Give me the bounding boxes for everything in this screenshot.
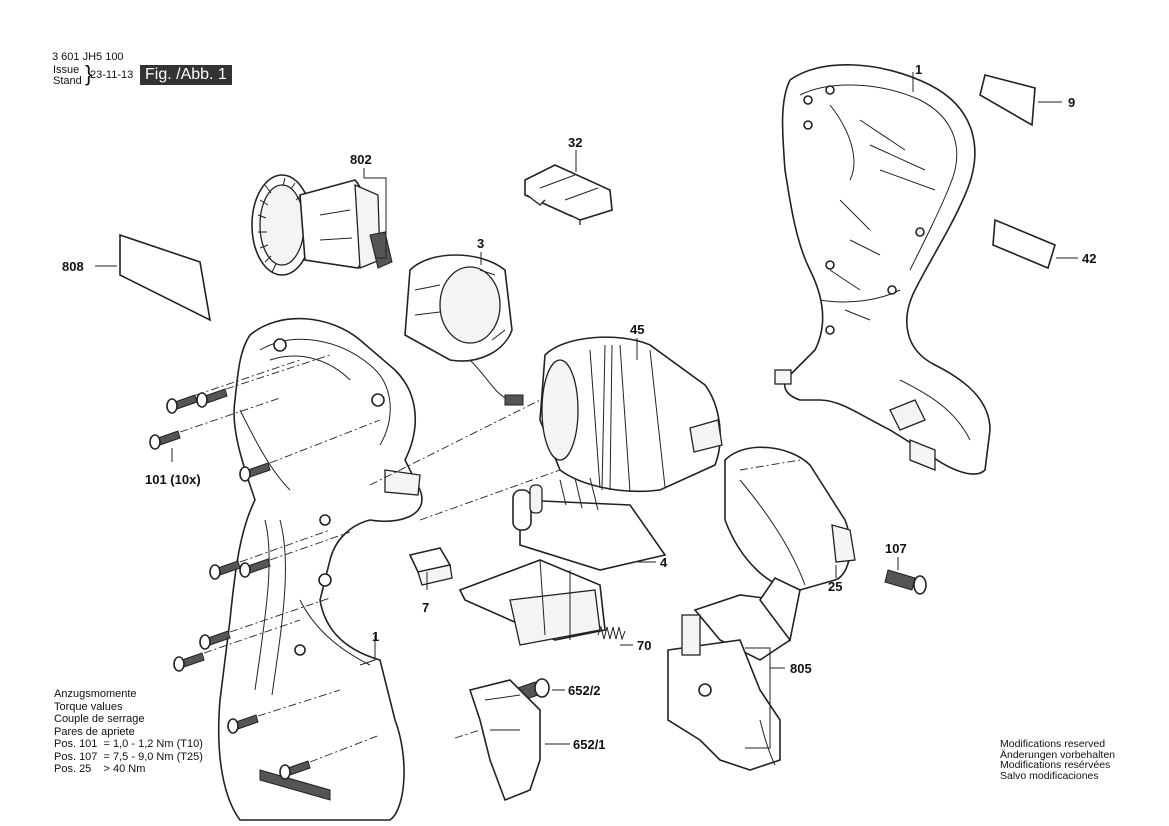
housing-left-half xyxy=(217,317,423,821)
part-label-7: 7 xyxy=(422,600,430,615)
torque-line: Pos. 25 > 40 Nm xyxy=(54,763,146,775)
torque-line: Couple de serrage xyxy=(54,713,145,725)
part-label-805: 805 xyxy=(790,661,812,676)
issue-label: Issue xyxy=(53,64,80,76)
part-label-802: 802 xyxy=(350,152,372,167)
notice-line: Änderungen vorbehalten xyxy=(1000,748,1116,761)
part-label-42: 42 xyxy=(1082,251,1097,266)
modifications-notice: Modifications reserved Änderungen vorbeh… xyxy=(1000,739,1115,781)
screw-107 xyxy=(884,569,927,595)
torque-notes: Anzugsmomente Torque values Couple de se… xyxy=(54,688,203,776)
torque-line: Pos. 107 = 7,5 - 9,0 Nm (T25) xyxy=(54,750,203,763)
electronics-module-4 xyxy=(458,477,667,646)
switch-805 xyxy=(667,576,801,771)
switch-cover-32 xyxy=(524,164,613,225)
stand-label: Stand xyxy=(53,75,82,87)
housing-right-half xyxy=(774,63,991,475)
spring-70 xyxy=(597,625,626,641)
part-label-25: 25 xyxy=(828,579,843,594)
torque-line: Anzugsmomente xyxy=(54,688,137,700)
figure-label: Fig. /Abb. 1 xyxy=(140,65,232,85)
label-9-shape xyxy=(979,74,1036,127)
notice-line: Modifications resérvées xyxy=(1000,759,1111,771)
torque-line: Pos. 101 = 1,0 - 1,2 Nm (T10) xyxy=(54,738,203,750)
part-label-9: 9 xyxy=(1068,95,1076,110)
gearbox-45 xyxy=(539,336,723,493)
part-label-808: 808 xyxy=(62,259,84,274)
part-label-45: 45 xyxy=(630,322,645,337)
part-label-4: 4 xyxy=(660,555,668,570)
brace-glyph: } xyxy=(85,61,93,86)
part-label-1-right: 1 xyxy=(915,62,923,77)
pad-7 xyxy=(408,547,453,586)
part-label-1-left: 1 xyxy=(372,629,380,644)
torque-line: Torque values xyxy=(54,700,123,713)
torque-line: Pares de apriete xyxy=(54,725,135,738)
label-808-shape xyxy=(119,233,212,322)
part-label-32: 32 xyxy=(568,135,583,150)
stator-3 xyxy=(404,254,524,406)
bit-holder-652 xyxy=(468,678,550,802)
screws-101 xyxy=(149,388,311,780)
notice-line: Salvo modificaciones xyxy=(1000,769,1099,782)
notice-line: Modifications reserved xyxy=(1000,738,1106,750)
motor-802 xyxy=(251,174,393,276)
part-label-70: 70 xyxy=(637,638,652,653)
label-42-shape xyxy=(992,218,1056,270)
part-label-652-1: 652/1 xyxy=(573,737,606,752)
part-label-107: 107 xyxy=(885,541,907,556)
part-label-652-2: 652/2 xyxy=(568,683,601,698)
part-label-101: 101 (10x) xyxy=(145,472,201,487)
chuck-25 xyxy=(724,446,856,591)
issue-date: 23-11-13 xyxy=(90,69,134,81)
part-number: 3 601 JH5 100 xyxy=(52,51,124,63)
part-label-3: 3 xyxy=(477,236,485,251)
